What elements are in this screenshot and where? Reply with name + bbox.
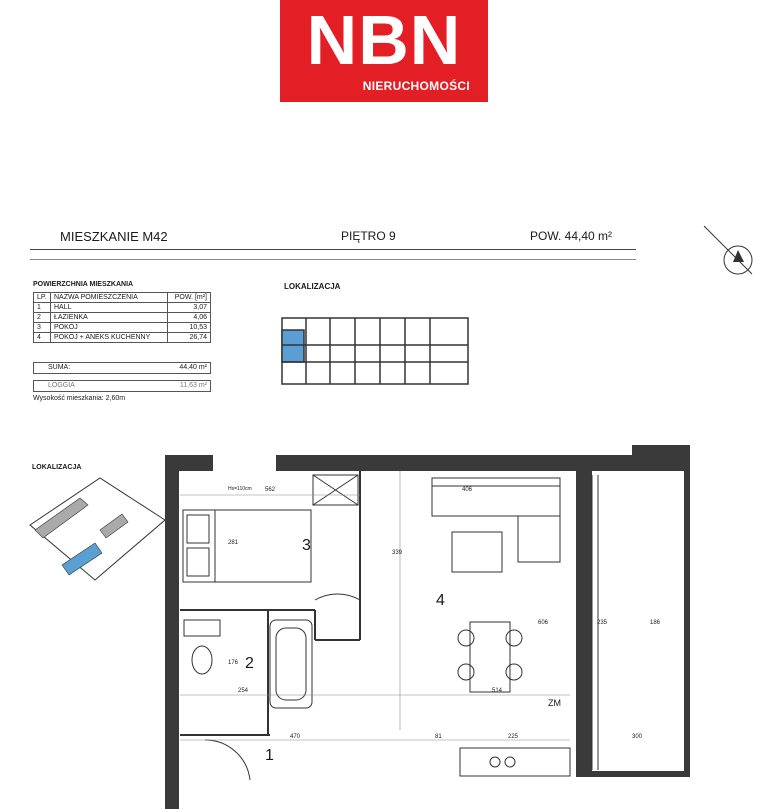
site-location-map xyxy=(29,477,166,581)
room-number-3: 3 xyxy=(302,537,311,554)
area-label: POW. 44,40 m² xyxy=(530,229,613,243)
loggia-label: LOGGIA xyxy=(48,382,75,389)
dim-hs: Hs=110cm xyxy=(228,486,252,492)
location-label-2: LOKALIZACJA xyxy=(32,464,82,471)
door-swings xyxy=(204,593,361,781)
dim-300: 300 xyxy=(632,734,643,740)
dim-254: 254 xyxy=(238,688,249,694)
dim-225: 225 xyxy=(508,734,519,740)
loggia-row: LOGGIA 11,63 m² xyxy=(33,380,211,392)
wardrobe xyxy=(312,474,359,506)
dim-606: 606 xyxy=(538,620,549,626)
header-rule-2 xyxy=(30,259,636,260)
interior-walls xyxy=(180,471,361,736)
room-number-4: 4 xyxy=(436,592,445,609)
sum-label: SUMA: xyxy=(48,364,71,371)
header-rule xyxy=(30,249,636,250)
dim-176: 176 xyxy=(228,660,239,666)
logo-brand: NBN xyxy=(306,1,462,79)
logo-tagline: NIERUCHOMOŚCI xyxy=(362,79,470,93)
exterior-walls xyxy=(165,445,690,809)
dim-186: 186 xyxy=(650,620,661,626)
dim-470: 470 xyxy=(290,734,301,740)
kitchen-counter xyxy=(459,747,571,777)
sofa-icon xyxy=(431,477,561,563)
dim-81: 81 xyxy=(435,734,442,740)
dim-zm: ZM xyxy=(548,698,561,708)
height-note: Wysokość mieszkania: 2,60m xyxy=(33,395,126,402)
area-table: LP. NAZWA POMIESZCZENIA POW. [m²] 1 HALL… xyxy=(33,292,211,343)
sum-value: 44,40 m² xyxy=(179,364,207,371)
dim-281: 281 xyxy=(228,540,239,546)
dim-406: 406 xyxy=(462,487,473,493)
floor-label: PIĘTRO 9 xyxy=(341,229,396,243)
dining-table-icon xyxy=(457,621,523,693)
building-location-map xyxy=(281,317,469,385)
compass-icon xyxy=(703,225,753,275)
sum-row: SUMA: 44,40 m² xyxy=(33,362,211,374)
toilet-icon xyxy=(183,619,221,675)
dim-235: 235 xyxy=(597,620,608,626)
dimension-lines xyxy=(180,471,570,741)
bathtub-icon xyxy=(269,619,313,709)
room-number-1: 1 xyxy=(265,747,274,764)
coffee-table xyxy=(451,531,503,573)
bed-icon xyxy=(182,509,312,583)
dim-339: 339 xyxy=(392,550,403,556)
table-title: POWIERZCHNIA MIESZKANIA xyxy=(33,281,134,288)
loggia-glazing xyxy=(591,475,599,770)
unit-title: MIESZKANIE M42 xyxy=(60,229,168,244)
room-number-2: 2 xyxy=(245,655,254,672)
table-row: 4 POKÓJ + ANEKS KUCHENNY 26,74 xyxy=(33,332,211,343)
nbn-logo: NBN NIERUCHOMOŚCI xyxy=(280,0,488,102)
location-label: LOKALIZACJA xyxy=(284,282,341,291)
cell-area: 26,74 xyxy=(167,332,211,343)
loggia-value: 11,63 m² xyxy=(179,382,207,389)
dim-514: 514 xyxy=(492,688,503,694)
dim-562: 562 xyxy=(265,487,276,493)
